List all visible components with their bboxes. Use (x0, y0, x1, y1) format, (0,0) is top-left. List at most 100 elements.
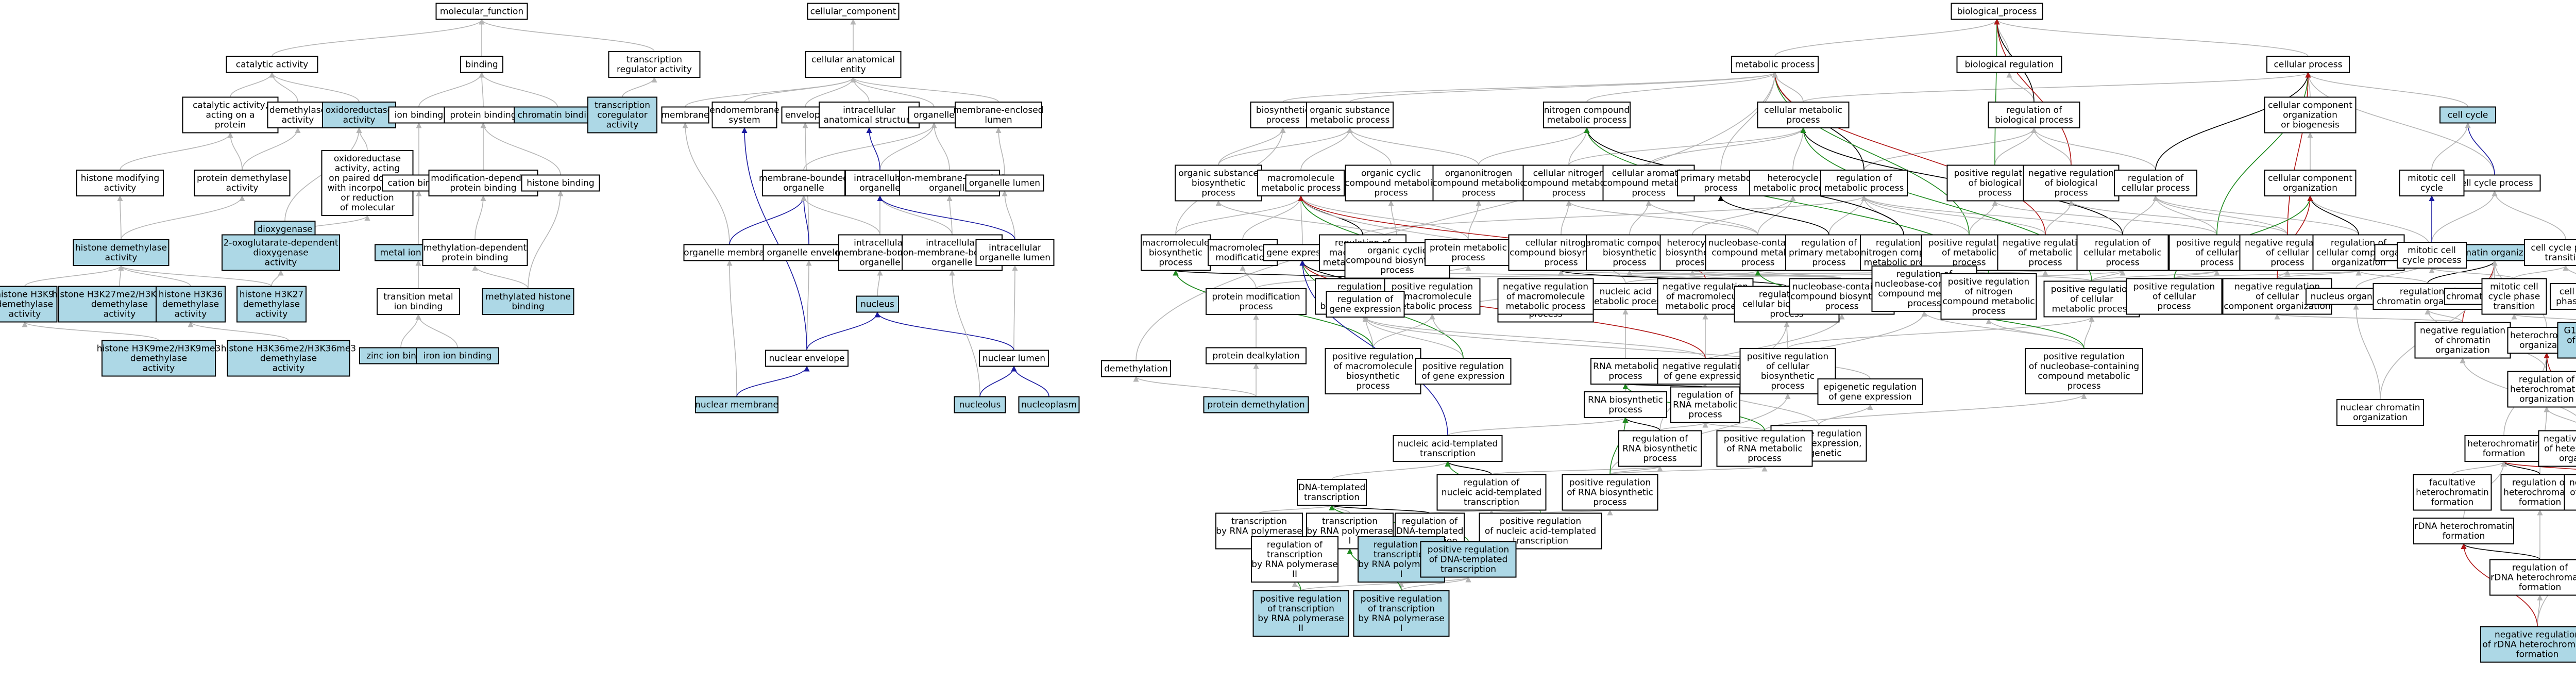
edge-is-a (472, 264, 529, 289)
node-box (2264, 96, 2357, 134)
node-chromatinbinding: chromatin binding (514, 106, 601, 124)
node-box (1497, 278, 1594, 315)
node-label-line: cellular metabolic (2083, 248, 2162, 258)
node-label-line: transcription (1420, 449, 1476, 459)
node-box (236, 286, 307, 323)
node-bp: biological_process (1951, 3, 2043, 20)
node-box (1436, 474, 1547, 511)
node-label-line: compound biosynthetic (1346, 256, 1448, 266)
node-label-line: organelle (913, 110, 954, 121)
node-box (2557, 322, 2576, 359)
node-label-line: regulator activity (617, 64, 692, 75)
node-box (322, 102, 396, 128)
node-nucleolus: nucleolus (954, 396, 1006, 413)
node-label-line: process (1266, 115, 1299, 125)
node-label-line: regulation of (1632, 434, 1688, 444)
node-label-line: I (1348, 536, 1351, 546)
node-box (975, 239, 1055, 266)
node-label-line: organelle (929, 183, 970, 193)
node-label-line: process (1374, 188, 1408, 198)
node-label-line: process (1643, 454, 1676, 464)
node-label-line: protein dealkylation (1212, 351, 1299, 361)
node-box (908, 106, 960, 124)
node-label-line: histone H3K9me2/H3K9me3 (97, 344, 221, 354)
node-box (2399, 170, 2465, 196)
node-label-line: positive regulation (1948, 277, 2029, 287)
node-box (227, 340, 350, 377)
edge-is-a (242, 127, 301, 171)
node-label-line: metabolic process (1310, 115, 1390, 125)
node-box (1252, 590, 1349, 637)
node-label-line: RNA biosynthetic (1588, 395, 1663, 405)
edge-is-a (1362, 195, 1867, 236)
node-label-line: transcription (1322, 517, 1378, 527)
node-label-line: metabolic process (1824, 183, 1904, 193)
node-box (856, 295, 899, 313)
node-box (1175, 164, 1262, 202)
node-label-line: compound metabolic (1522, 178, 1615, 189)
edge-part-of (1011, 366, 1049, 397)
node-label-line: nuclear lumen (982, 354, 1045, 364)
edge-negatively-regulates (1772, 72, 2046, 235)
node-label-line: biological regulation (1965, 60, 2054, 70)
node-label-line: of RNA biosynthetic (1567, 488, 1653, 498)
node-label-line: of mitotic cell (2567, 336, 2576, 346)
node-label-line: positive regulation (1332, 352, 1414, 362)
node-label-line: protein demethylation (1207, 400, 1304, 410)
node-label-line: of transcription (1267, 604, 1334, 614)
edge-is-a (2305, 72, 2495, 175)
node-label-line: nucleus (860, 300, 894, 310)
node-label-line: of macromolecule (1334, 361, 1413, 372)
node-label: binding (465, 60, 498, 70)
node-box (2500, 474, 2576, 511)
node-label-line: negative regulation (1663, 361, 1748, 372)
node-label-line: ion binding (395, 110, 444, 121)
node-label-line: positive regulation (1361, 594, 1442, 604)
node-label-line: biological_process (1957, 7, 2037, 17)
node-box (76, 170, 164, 196)
node-label-line: transcription (1304, 492, 1360, 503)
node-label-line: iron ion binding (423, 351, 492, 361)
edge-is-a (1863, 127, 2037, 171)
edge-is-a (480, 122, 561, 175)
node-label-line: nitrogen compound (1544, 105, 1630, 115)
node-label-line: process (1239, 302, 1273, 312)
node-label-line: macromolecule (1209, 243, 1277, 253)
node-label-line: biosynthetic (1149, 248, 1202, 258)
node-box (2464, 435, 2544, 462)
edge-is-a (931, 122, 950, 171)
node-label-line: cell cycle (2448, 110, 2488, 121)
node-box (2043, 280, 2140, 318)
node-label-line: of metabolic (1942, 248, 1996, 258)
node-label-line: primary metabolic (1681, 173, 1761, 184)
node-label-line: modification (1215, 253, 1270, 263)
edge-is-a (1218, 127, 1353, 165)
edge-is-a (2153, 195, 2217, 235)
node-label-line: compound metabolic (1345, 178, 1437, 189)
